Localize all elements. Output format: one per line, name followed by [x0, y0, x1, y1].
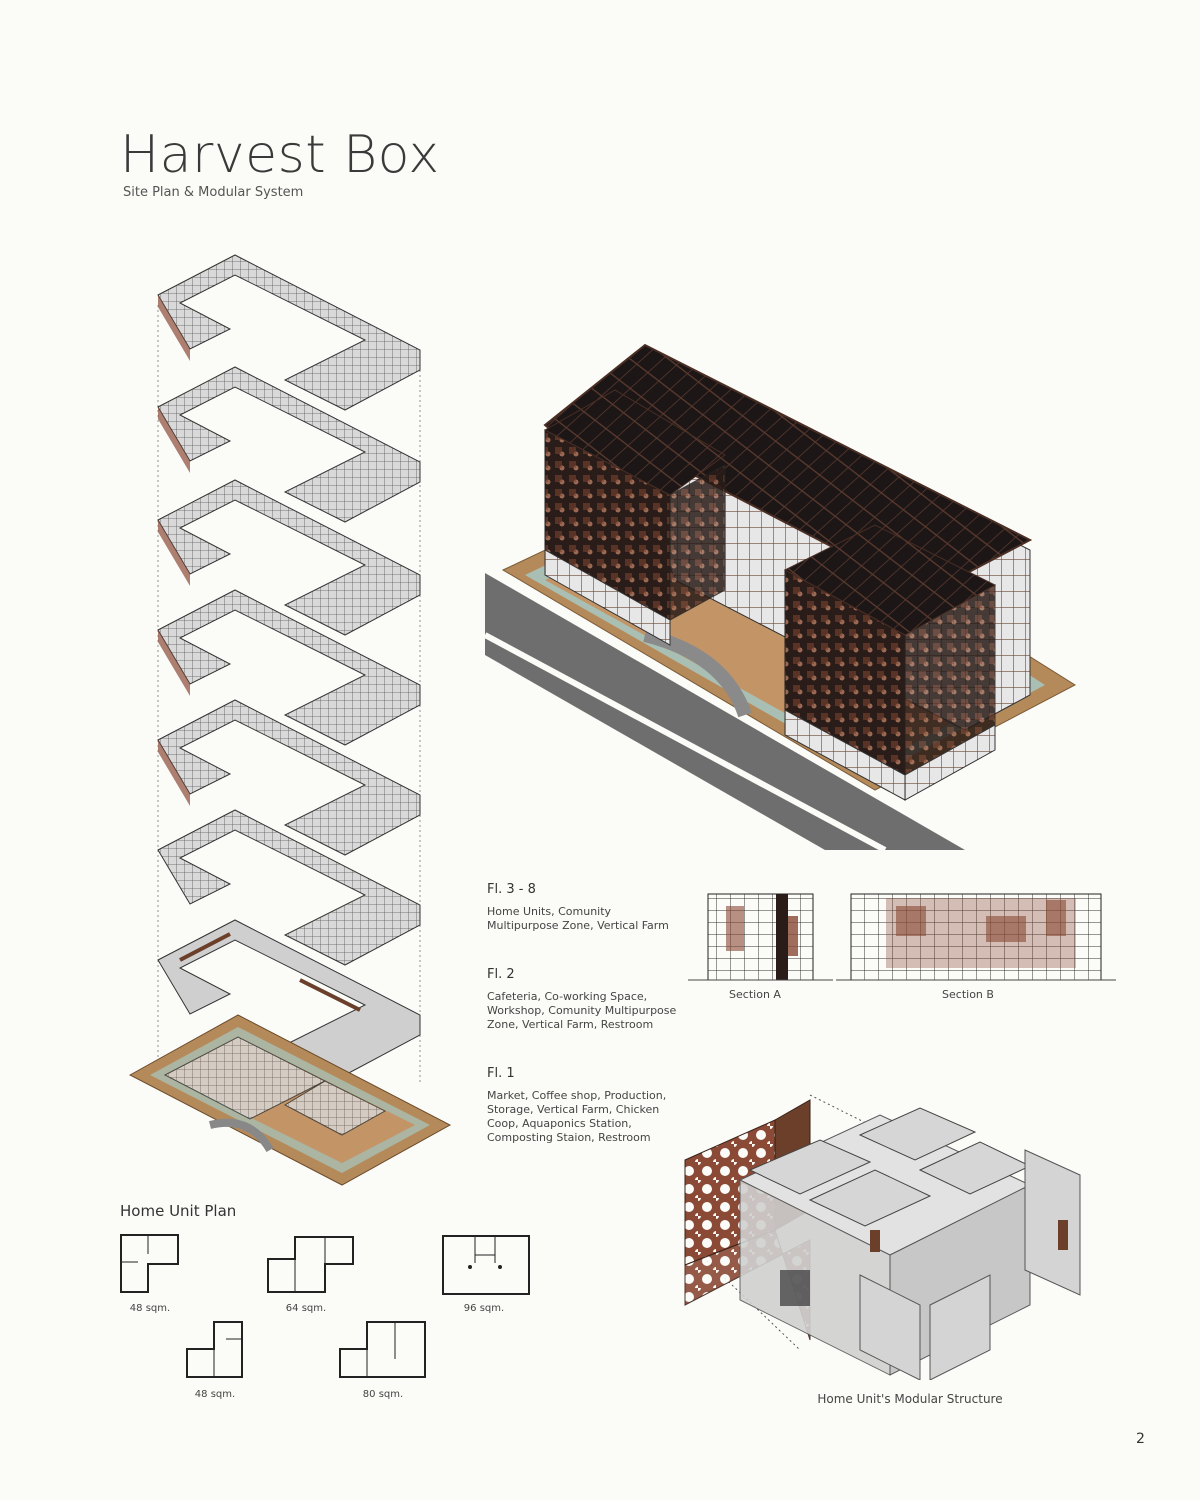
unit-plan-48b — [186, 1321, 243, 1378]
unit-area-48a: 48 sqm. — [129, 1303, 171, 1314]
page-title: Harvest Box — [120, 125, 440, 185]
floor-label-2: Fl. 2 — [487, 967, 515, 982]
section-b-label: Section B — [942, 988, 994, 1001]
floor-8 — [157, 254, 421, 411]
unit-area-64: 64 sqm. — [285, 1303, 327, 1314]
floor-6 — [157, 479, 421, 636]
unit-area-48b: 48 sqm. — [194, 1389, 236, 1400]
section-a-drawing — [688, 893, 833, 981]
home-unit-plan-title: Home Unit Plan — [120, 1202, 237, 1220]
floor-7 — [157, 366, 421, 523]
unit-plan-80 — [339, 1321, 426, 1378]
unit-area-96: 96 sqm. — [463, 1303, 505, 1314]
building-axonometric — [485, 343, 1077, 850]
section-a-label: Section A — [729, 988, 781, 1001]
unit-plan-96 — [442, 1235, 530, 1295]
modular-structure-axonometric — [684, 1094, 1081, 1380]
floor-5 — [157, 589, 421, 746]
floor-desc-2: Cafeteria, Co-working Space, Workshop, C… — [487, 990, 677, 1031]
modular-structure-caption: Home Unit's Modular Structure — [817, 1392, 1003, 1406]
floor-label-1: Fl. 1 — [487, 1066, 515, 1081]
page-subtitle: Site Plan & Modular System — [123, 185, 304, 200]
floor-desc-3-8: Home Units, Comunity Multipurpose Zone, … — [487, 905, 669, 932]
floor-desc-1: Market, Coffee shop, Production, Storage… — [487, 1089, 667, 1144]
exploded-floor-stack — [128, 254, 452, 1186]
floor-label-3-8: Fl. 3 - 8 — [487, 882, 536, 897]
floor-2 — [157, 919, 421, 1076]
floor-3 — [157, 809, 421, 966]
unit-plan-48a — [120, 1234, 179, 1293]
unit-plan-64 — [267, 1236, 354, 1293]
floor-4 — [157, 699, 421, 856]
page-number: 2 — [1136, 1431, 1145, 1447]
floor-1-site — [128, 1014, 452, 1186]
section-b-drawing — [836, 893, 1116, 981]
unit-area-80: 80 sqm. — [362, 1389, 404, 1400]
